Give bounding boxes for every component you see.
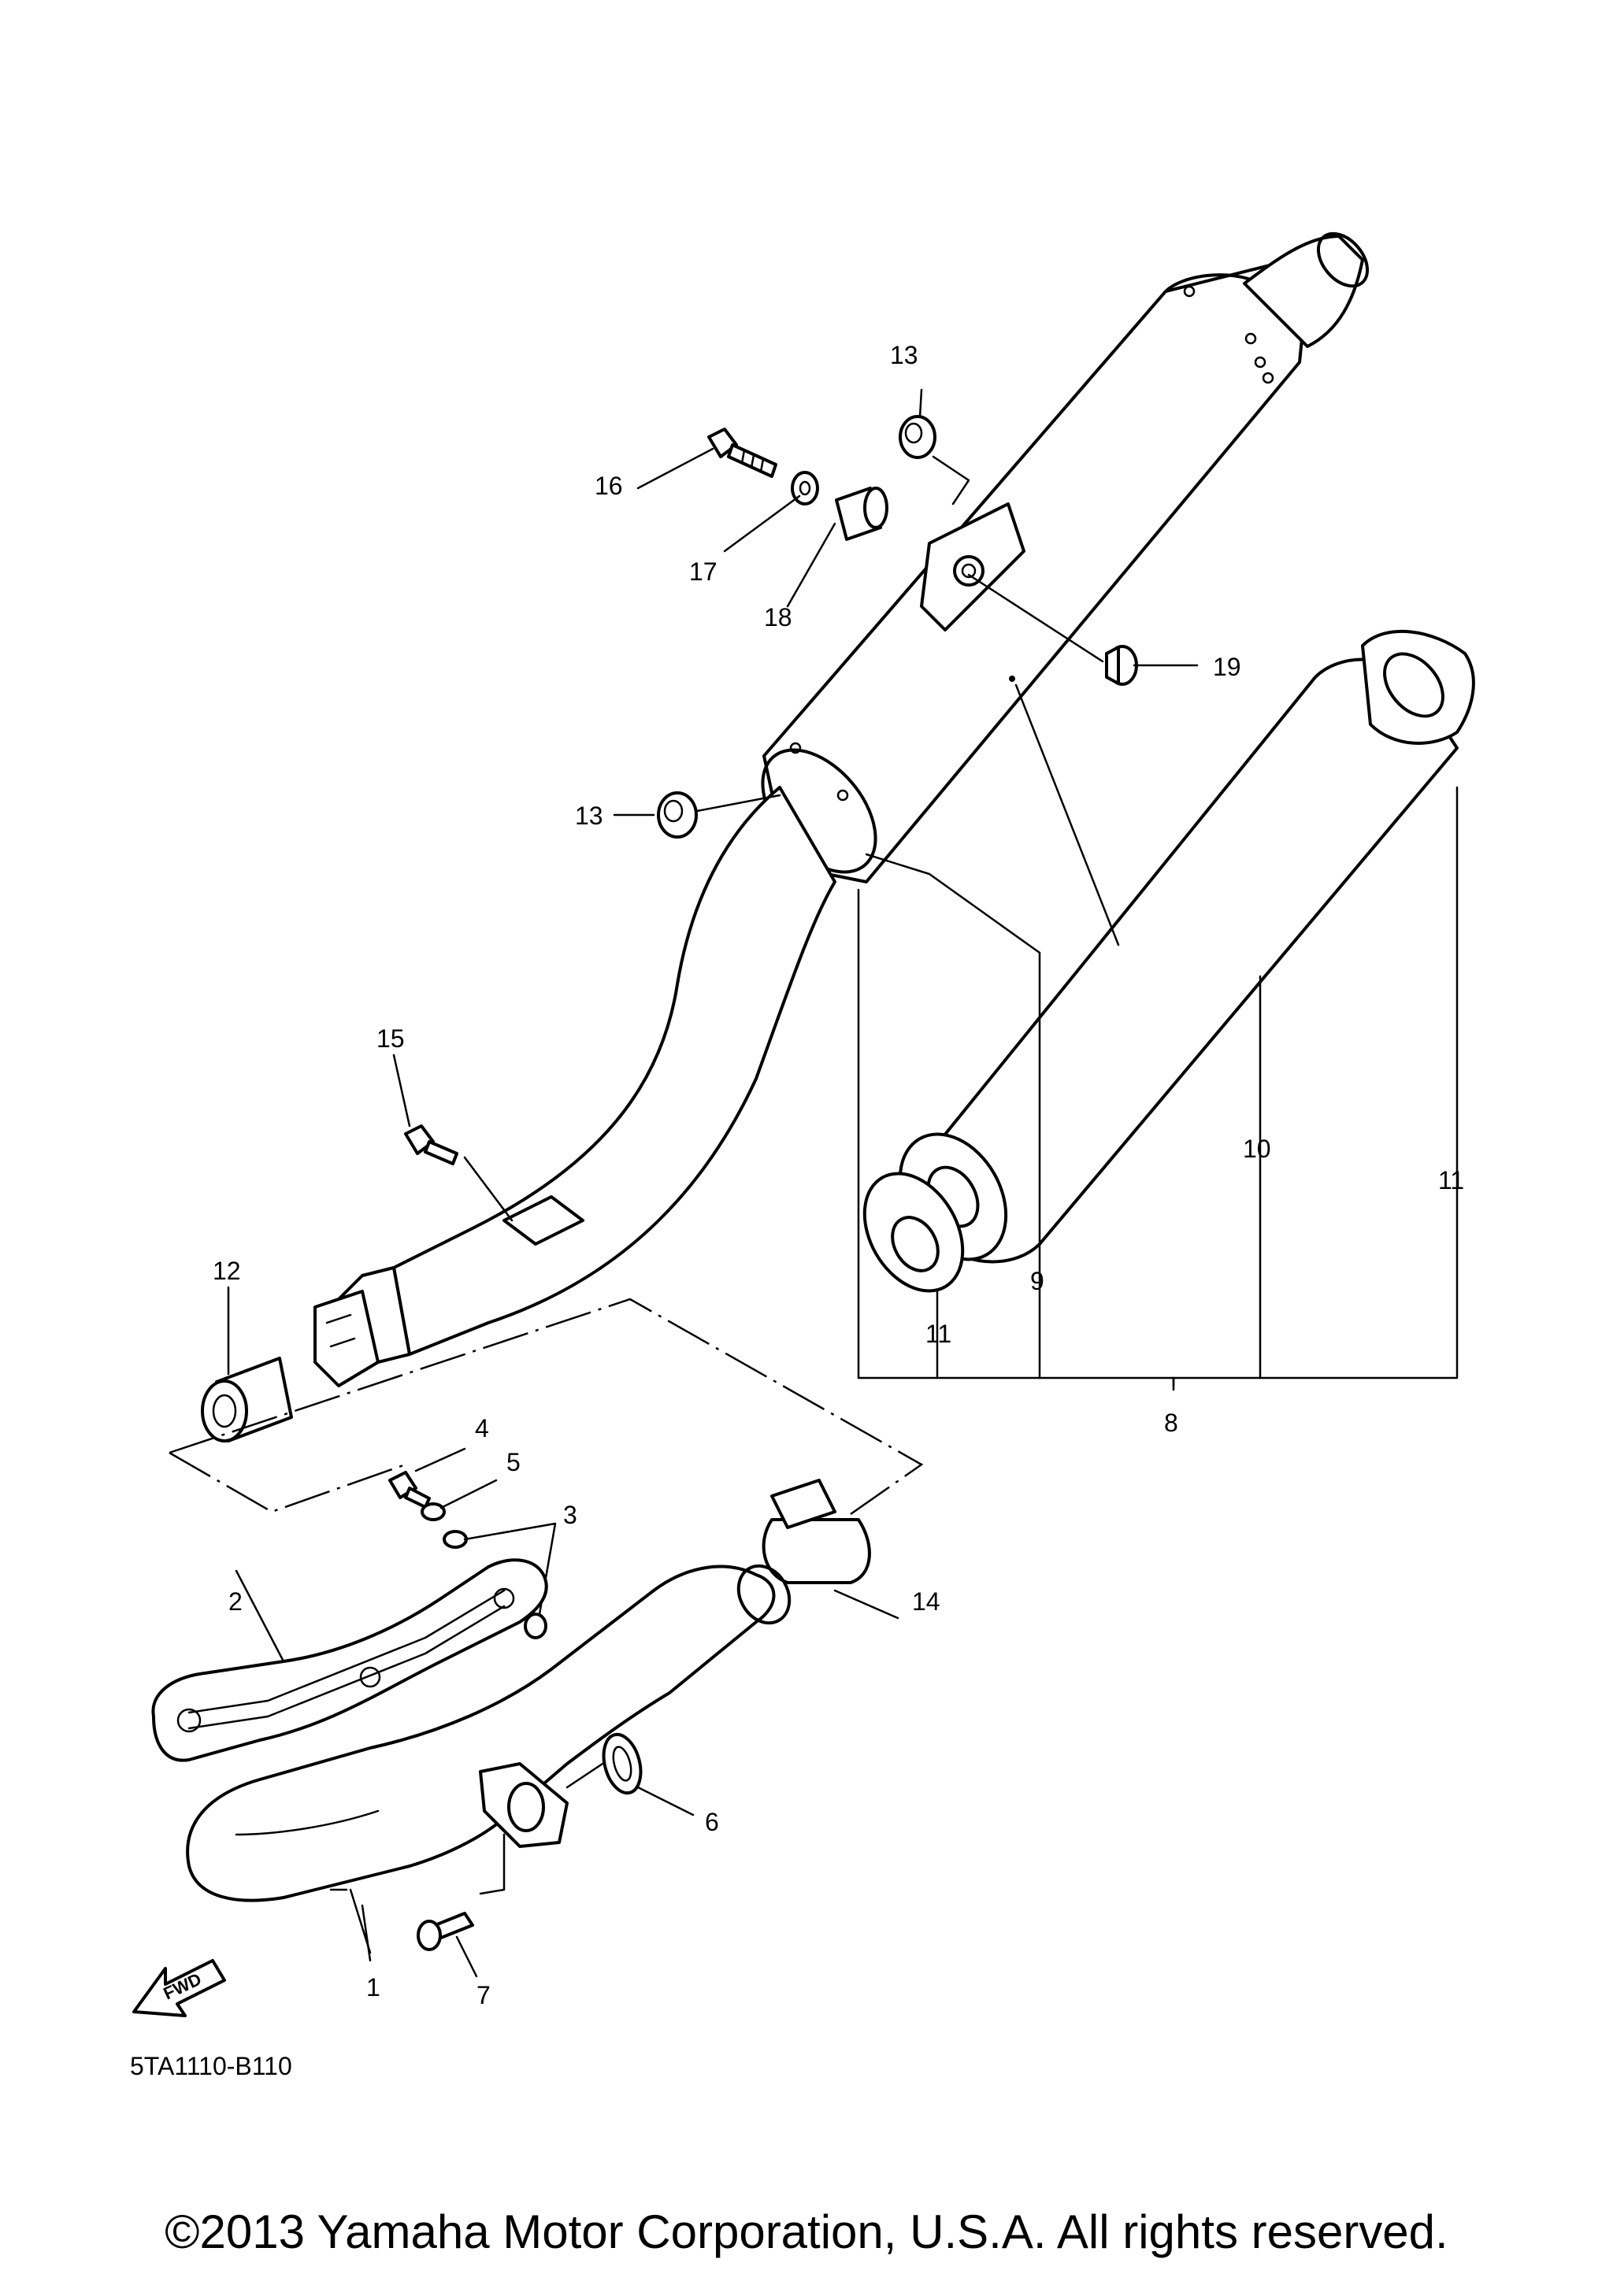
callout-11-lower: 11 — [925, 1320, 951, 1348]
callout-18: 18 — [764, 603, 792, 631]
callout-6: 6 — [705, 1808, 719, 1836]
part-13-damper-lower — [657, 791, 698, 839]
callout-16: 16 — [595, 472, 623, 500]
callout-9: 9 — [1030, 1267, 1044, 1295]
part-16-bolt — [707, 428, 777, 478]
assembly-lines — [169, 1298, 924, 1521]
part-6-gasket — [565, 1732, 695, 1816]
fwd-arrow-icon: FWD — [132, 1959, 226, 2017]
part-5-washer — [421, 1502, 446, 1521]
callout-4: 4 — [475, 1414, 489, 1442]
part-4-bolt — [388, 1447, 466, 1509]
exhaust-pipe-middle — [313, 786, 836, 1387]
diagram-code: 5TA1110-B110 — [130, 2052, 292, 2080]
leader-lines — [227, 388, 1199, 1376]
silencer-packing — [862, 629, 1475, 1293]
callout-14: 14 — [912, 1587, 940, 1616]
callout-17: 17 — [689, 557, 718, 586]
muffler-dot — [1009, 676, 1015, 682]
callout-8: 8 — [1164, 1409, 1178, 1437]
part-7-bolt — [417, 1912, 478, 1978]
part-15-bolt — [404, 1124, 458, 1165]
muffler-assembly — [761, 231, 1370, 883]
part-3-washer-a — [443, 1530, 468, 1549]
callout-15: 15 — [376, 1024, 405, 1053]
part-13-damper-top — [899, 415, 936, 459]
part-2-protector — [151, 1558, 548, 1762]
callout-13-lower: 13 — [575, 802, 603, 830]
callout-11-right: 11 — [1438, 1166, 1464, 1194]
part-14-clamp — [762, 1479, 899, 1620]
part-3-washer-b — [524, 1613, 547, 1639]
part-18-bolt — [1105, 645, 1138, 686]
callout-12: 12 — [213, 1257, 241, 1285]
callout-13-top: 13 — [890, 341, 918, 369]
callout-7: 7 — [476, 1981, 491, 2009]
part-1-header-pipe — [186, 1564, 792, 1962]
group-8-bracket — [857, 786, 1459, 1391]
copyright-notice: ©2013 Yamaha Motor Corporation, U.S.A. A… — [165, 2205, 1448, 2258]
callout-1: 1 — [366, 1973, 380, 2002]
part-12-sleeve — [201, 1357, 293, 1442]
callout-10: 10 — [1243, 1135, 1271, 1163]
callout-5: 5 — [506, 1448, 521, 1476]
part-19-collar — [835, 487, 888, 541]
callout-2: 2 — [228, 1587, 243, 1616]
callout-19: 19 — [1213, 653, 1241, 681]
callout-3: 3 — [563, 1501, 577, 1529]
